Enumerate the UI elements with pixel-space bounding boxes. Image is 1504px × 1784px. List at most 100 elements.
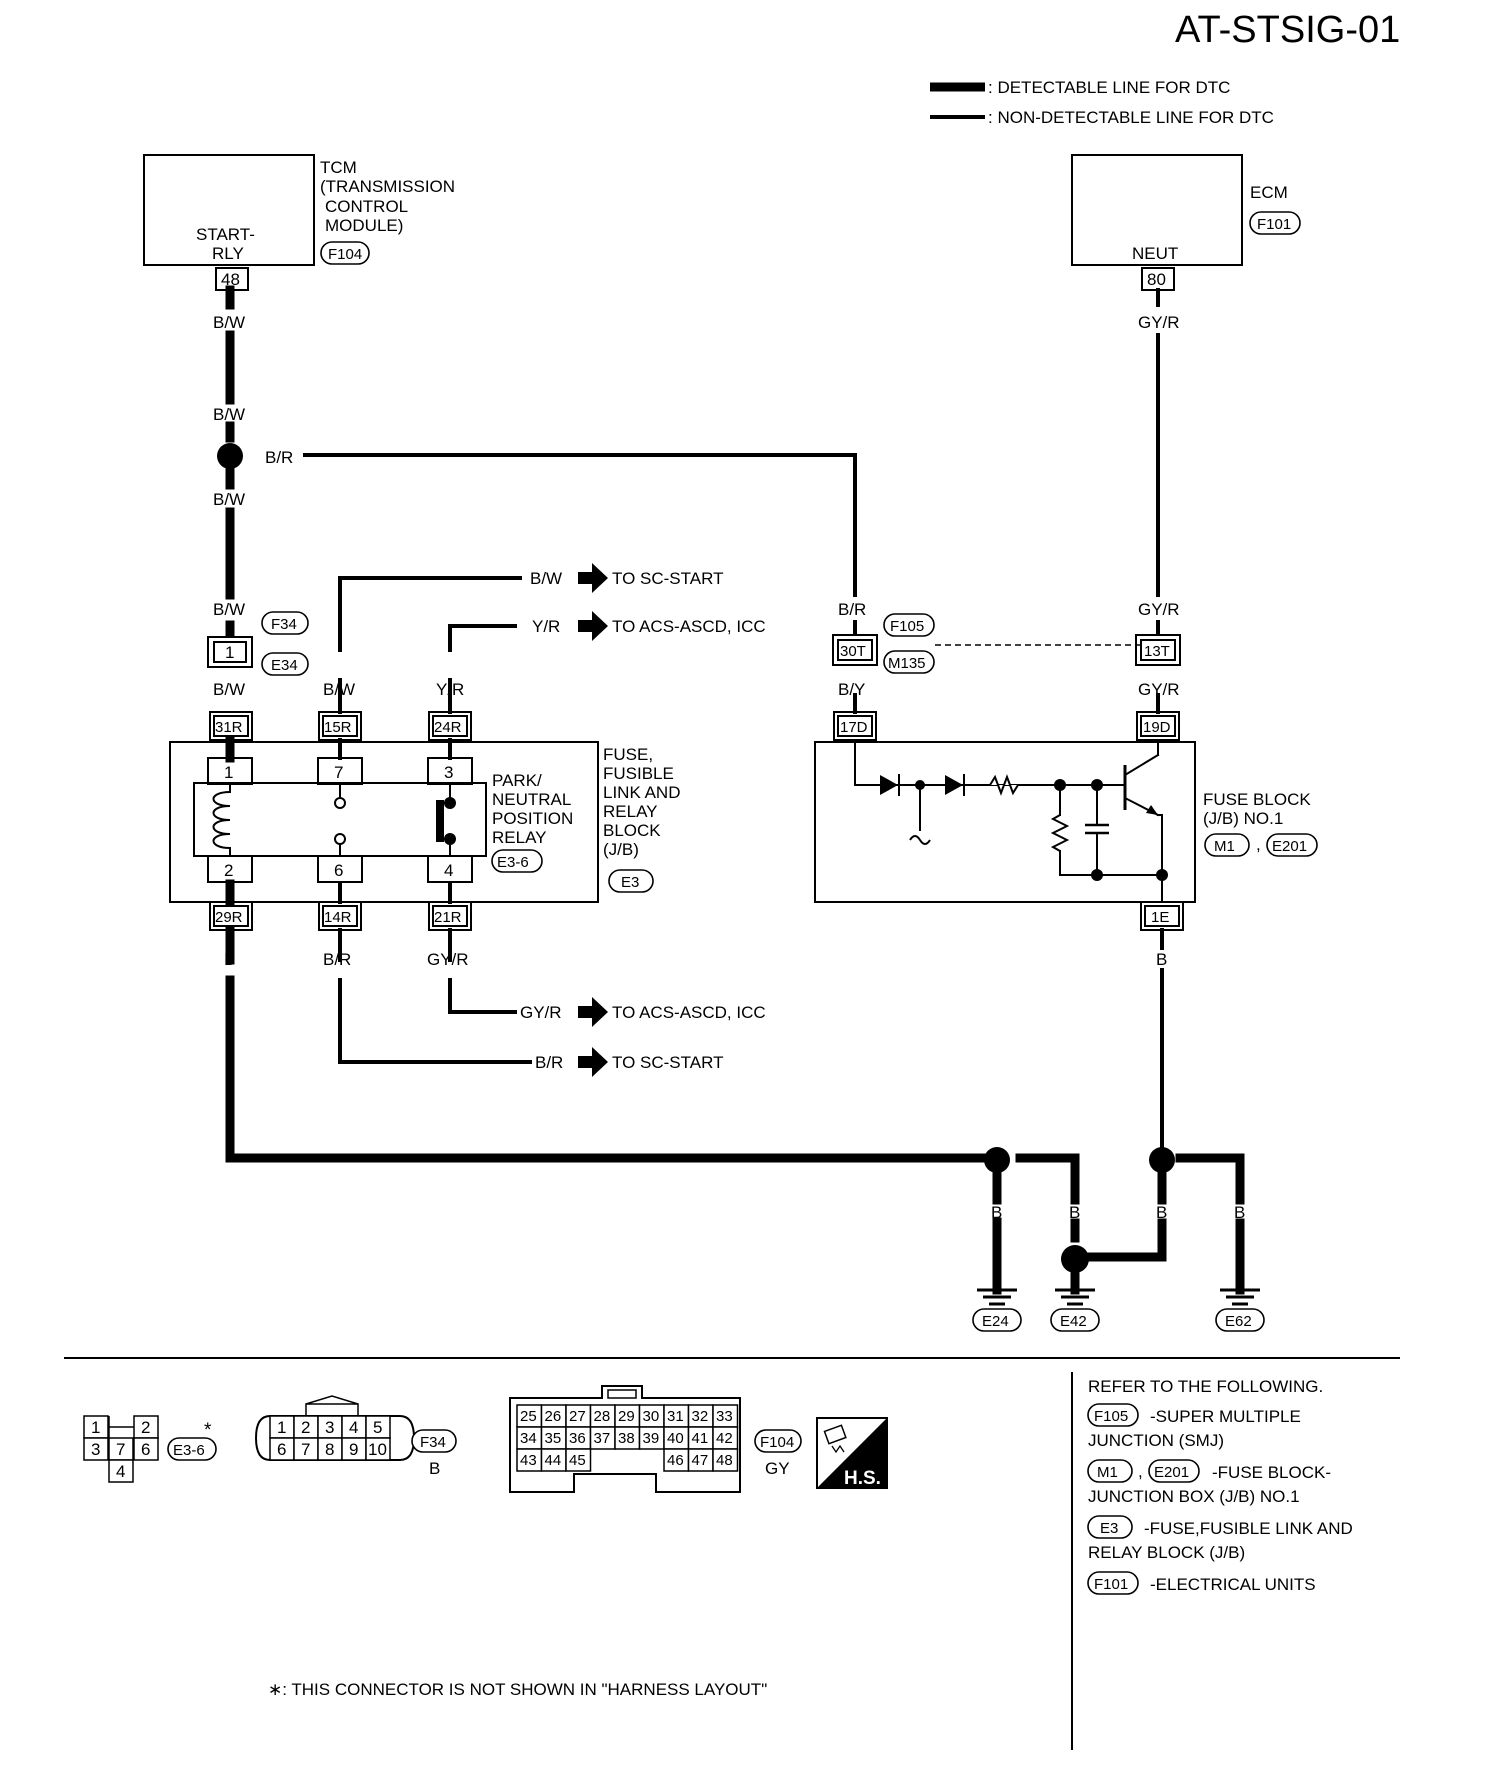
arrow-wire-bw: B/W — [530, 569, 562, 588]
f104-pin: 31 — [667, 1408, 684, 1425]
wire-label-br-14r: B/R — [323, 950, 351, 969]
wires — [225, 285, 1245, 1295]
connector-pin-13t: 13T — [1144, 643, 1170, 660]
f34-label: F34 — [420, 1434, 446, 1451]
ecm-module: ECM F101 NEUT 80 — [1071, 154, 1301, 291]
transistor-icon — [1123, 739, 1163, 903]
wire-label-yr: Y/R — [436, 680, 464, 699]
refer-section: REFER TO THE FOLLOWING. F105 -SUPER MULT… — [1087, 1377, 1353, 1595]
f34-badge — [411, 1429, 457, 1453]
ground-e42-label: E42 — [1060, 1313, 1087, 1330]
f104-pin: 29 — [618, 1408, 635, 1425]
arrow-wire-gyr: GY/R — [520, 1003, 562, 1022]
arrow-wire-br: B/R — [535, 1053, 563, 1072]
ecm-box — [1071, 154, 1243, 266]
f34-pin: 6 — [277, 1440, 286, 1459]
ecm-name: ECM — [1250, 183, 1288, 202]
f104-label-group: F104 GY — [754, 1429, 802, 1478]
refer-item-2-separator: , — [1138, 1462, 1143, 1481]
connector-body — [1135, 634, 1181, 666]
fuse-block-connector-e201: E201 — [1272, 838, 1307, 855]
f104-pin: 25 — [520, 1408, 537, 1425]
arrow-sc-start-bottom: B/R TO SC-START — [535, 1047, 723, 1077]
park-neutral-position-relay: 1 7 3 2 6 4 — [193, 757, 487, 883]
fuse-block-connector-m1: M1 — [1214, 838, 1235, 855]
connector-e34: E34 — [271, 657, 298, 674]
f104-color: GY — [765, 1459, 790, 1478]
e36-pin: 7 — [116, 1440, 125, 1459]
connector-m135-badge — [883, 650, 935, 674]
f104-pin: 30 — [643, 1408, 660, 1425]
relay-open-contact-icon — [334, 783, 346, 857]
f34-pin: 3 — [325, 1418, 334, 1437]
ground-e62: E62 — [1215, 1288, 1265, 1332]
refer-item-1-line-2: JUNCTION (SMJ) — [1088, 1431, 1224, 1450]
relay-pin-2: 2 — [224, 861, 233, 880]
f34-pin: 10 — [368, 1440, 387, 1459]
wire-label-br-30t: B/R — [838, 600, 866, 619]
connector-m135: M135 — [888, 655, 926, 672]
f34-pin: 7 — [301, 1440, 310, 1459]
e36-badge — [167, 1437, 217, 1461]
ecm-terminal: NEUT — [1132, 244, 1178, 263]
e36-pin: 1 — [91, 1418, 100, 1437]
legend-non-detectable: : NON-DETECTABLE LINE FOR DTC — [988, 108, 1274, 127]
connector-e34-badge — [261, 652, 309, 676]
refer-tag-badge — [1087, 1403, 1139, 1427]
wire-labels: B/W B/W B/R B/W B/W B/W B/W Y/R B/R B/Y … — [213, 313, 1245, 1222]
wire-label-bw-4: B/W — [213, 600, 245, 619]
wire-label-bw-1: B/W — [213, 313, 245, 332]
relay-name-line-3: POSITION — [492, 809, 573, 828]
tcm-name-line-4: MODULE) — [325, 216, 403, 235]
harness-side-icon: H.S. — [816, 1417, 888, 1489]
f104-pin: 48 — [716, 1452, 733, 1469]
pin-1e: 1E — [1151, 909, 1169, 926]
connector-f105: F105 — [890, 618, 924, 635]
relay-pin-4: 4 — [444, 861, 453, 880]
fuse-block-no1: 17D 19D 1E — [814, 711, 1318, 931]
diode-icon — [945, 775, 963, 795]
wire-label-gyr-2: GY/R — [1138, 600, 1180, 619]
fuse-block-top-pin: 17D — [833, 711, 877, 741]
diode-icon — [880, 775, 898, 795]
wire-label-b-e62: B — [1234, 1203, 1245, 1222]
fuse-block-connector-e201-badge — [1266, 833, 1318, 857]
f104-pin: 42 — [716, 1430, 733, 1447]
refer-item-1-line-1: -SUPER MULTIPLE — [1150, 1407, 1301, 1426]
tcm-connector-badge — [320, 241, 370, 265]
connector-pin-box — [837, 639, 873, 661]
fuse-block-circuit — [854, 739, 1168, 903]
ground-e62-label: E62 — [1225, 1313, 1252, 1330]
footnote: ∗: THIS CONNECTOR IS NOT SHOWN IN "HARNE… — [268, 1680, 767, 1699]
relay-block-bottom-pin: 14R — [318, 901, 362, 931]
splice-dot-e24 — [984, 1147, 1010, 1173]
refer-item-2-line-1: -FUSE BLOCK- — [1212, 1463, 1331, 1482]
block-name-line-6: (J/B) — [603, 840, 639, 859]
f104-pin: 41 — [692, 1430, 709, 1447]
arrow-wire-yr: Y/R — [532, 617, 560, 636]
arrow-label-acs-top: TO ACS-ASCD, ICC — [612, 617, 766, 636]
f104-pin: 38 — [618, 1430, 635, 1447]
splice-dot-br — [217, 443, 243, 469]
arrow-icon — [578, 997, 608, 1027]
f104-pin: 36 — [569, 1430, 586, 1447]
hs-label: H.S. — [844, 1468, 881, 1489]
arrow-acs-bottom: GY/R TO ACS-ASCD, ICC — [520, 997, 766, 1027]
wire-label-bw-5: B/W — [213, 680, 245, 699]
tcm-name-line-3: CONTROL — [325, 197, 408, 216]
f104-latch — [607, 1389, 637, 1399]
wire-label-bw-3: B/W — [213, 490, 245, 509]
relay-pin-6: 6 — [334, 861, 343, 880]
ecm-connector: F101 — [1257, 216, 1291, 233]
block-connector-badge — [608, 869, 654, 893]
f104-pin: 47 — [692, 1452, 709, 1469]
refer-tag-e3: E3 — [1100, 1520, 1118, 1537]
e36-pin: 6 — [141, 1440, 150, 1459]
tcm-module: TCM (TRANSMISSION CONTROL MODULE) START-… — [143, 154, 455, 291]
pin-24r: 24R — [434, 719, 462, 736]
relay-name-line-1: PARK/ — [492, 771, 542, 790]
arrow-icon — [578, 1047, 608, 1077]
connector-f34-badge — [261, 611, 309, 635]
